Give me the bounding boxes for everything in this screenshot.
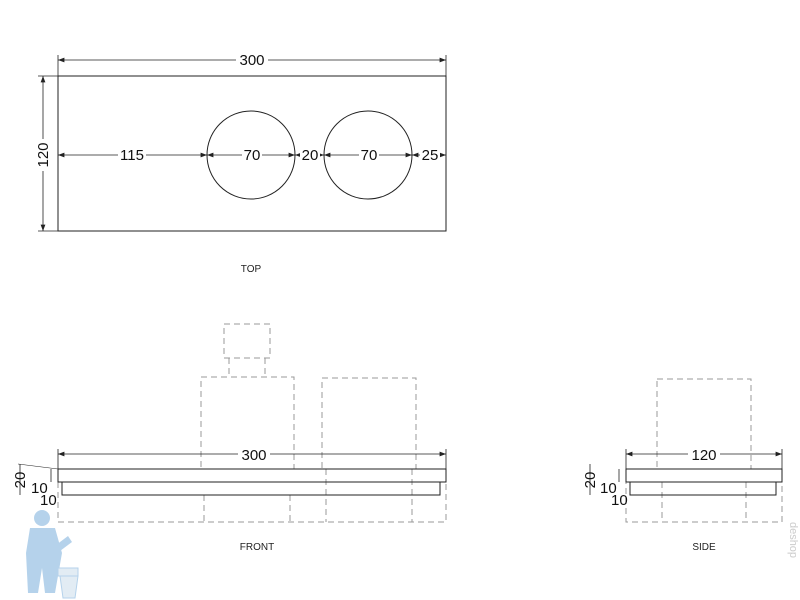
side-label: SIDE	[692, 542, 716, 553]
dim-25: 25	[422, 147, 439, 164]
side-view: 120 20 10 10 SIDE	[582, 378, 783, 553]
top-outline	[57, 75, 447, 232]
dim-hole2: 70	[361, 147, 378, 164]
side-upper-dim: 10	[600, 480, 617, 497]
top-width-dim: 300	[239, 52, 264, 69]
plumber-logo-icon	[26, 510, 79, 599]
top-label: TOP	[241, 264, 262, 275]
side-thickness-dim: 20	[582, 472, 599, 489]
dim-gap: 20	[302, 147, 319, 164]
dim-hole1: 70	[244, 147, 261, 164]
watermark: deshop	[787, 522, 799, 558]
front-width-dim: 300	[241, 447, 266, 464]
side-lower-dim: 10	[611, 492, 628, 509]
front-label: FRONT	[240, 542, 274, 553]
side-width-dim: 120	[691, 447, 716, 464]
front-upper-dim: 10	[31, 480, 48, 497]
front-thickness-dim: 20	[12, 472, 29, 489]
top-height-dim: 120	[35, 142, 52, 167]
top-view: 300 120 115 70 20 70 25 TOP	[35, 50, 447, 275]
dim-115: 115	[120, 147, 144, 164]
front-view: 300 20 10 10 FRONT	[12, 323, 447, 553]
front-lower-dim: 10	[40, 492, 57, 509]
